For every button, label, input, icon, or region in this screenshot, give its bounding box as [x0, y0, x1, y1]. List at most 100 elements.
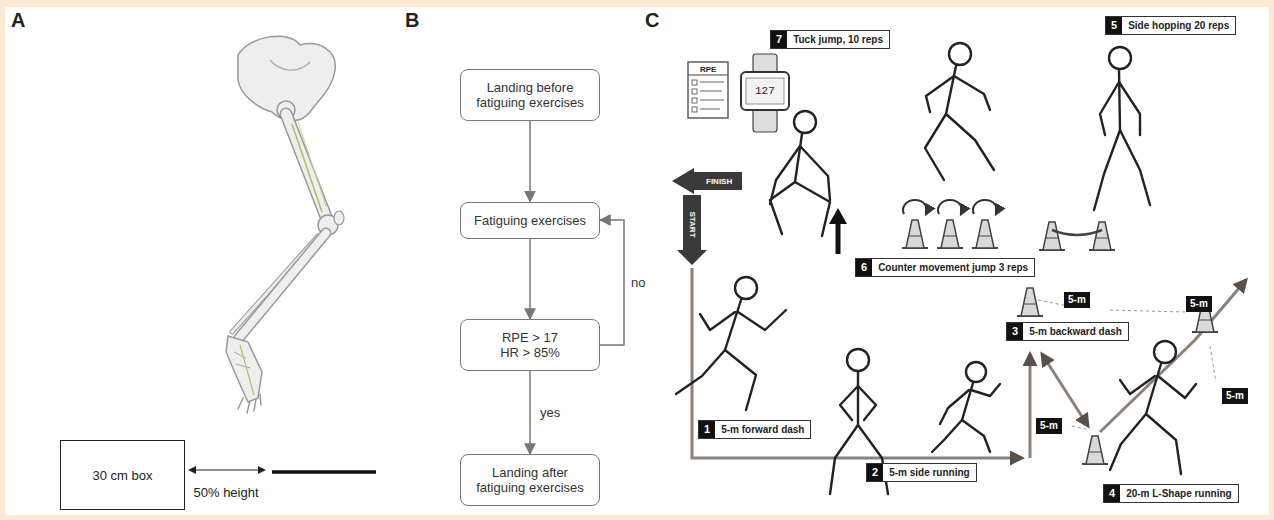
height-arrow [188, 466, 196, 474]
panel-letter: B [405, 9, 419, 32]
athlete-figure [1120, 376, 1196, 398]
station-callout: 15-m forward dash [698, 420, 811, 439]
page-frame [5, 7, 1269, 515]
watch-reading: 127 [755, 85, 775, 98]
athlete-figure [966, 362, 986, 382]
athlete-figure [847, 349, 869, 371]
hurdle-bar [1052, 230, 1102, 235]
callout-text: 5-m backward dash [1023, 323, 1128, 340]
distance-badge: 5-m [1186, 296, 1212, 312]
callout-number: 6 [856, 259, 872, 276]
athlete-figure [770, 182, 830, 236]
athlete-figure [1110, 414, 1181, 474]
athlete-figure [925, 114, 994, 180]
height-arrow [188, 466, 266, 474]
leg-skeleton [334, 211, 344, 225]
athlete-figure [735, 277, 757, 299]
course-path [1038, 300, 1216, 430]
callout-text: Side hopping 20 reps [1122, 17, 1235, 34]
node-text: Landing after fatiguing exercises [469, 465, 591, 495]
turn-arrows [973, 200, 997, 214]
finish-arrow [672, 168, 742, 194]
panel-letter: C [645, 9, 659, 32]
station-callout: 25-m side running [866, 463, 977, 482]
flow-arrow [529, 239, 531, 320]
heart-rate-watch [741, 54, 789, 132]
athlete-figure [1119, 70, 1120, 130]
callout-text: Tuck jump, 10 reps [787, 31, 889, 48]
athlete-figure [1109, 47, 1131, 69]
rpe-card [692, 89, 697, 94]
leg-skeleton [239, 233, 326, 338]
heart-rate-watch [741, 72, 789, 110]
heart-rate-watch [746, 78, 784, 104]
distance-badge: 5-m [1222, 388, 1248, 404]
athlete-figure [962, 383, 973, 420]
decision-box: RPE > 17 HR > 85% [460, 319, 600, 371]
callout-number: 3 [1007, 323, 1023, 340]
process-box: Landing before fatiguing exercises [460, 69, 600, 121]
node-text: 5-m [1068, 294, 1086, 305]
athlete-figure [676, 350, 756, 410]
station-callout: 6Counter movement jump 3 reps [855, 258, 1035, 277]
athlete-figure [700, 310, 786, 330]
athlete-figure [795, 134, 802, 182]
box-label: 30 cm box [60, 440, 185, 510]
flow-arrow [600, 220, 624, 345]
athlete-figure [1094, 130, 1150, 210]
athlete-figure [932, 420, 990, 452]
start-arrow [677, 195, 707, 265]
turn-arrows [903, 200, 997, 214]
athlete-figure [1146, 364, 1161, 414]
node-text: 5-m [1226, 390, 1244, 401]
athlete-figure [946, 66, 956, 114]
course-path [1029, 354, 1032, 458]
course-path [1042, 354, 1088, 426]
height-arrow [192, 469, 262, 470]
athlete-figure [926, 76, 990, 112]
jump-arrow [836, 222, 841, 254]
panel-letter: A [11, 9, 25, 32]
athlete-figure [1100, 82, 1140, 135]
hurdle-bar [1052, 230, 1102, 235]
distance-badge: 5-m [1036, 418, 1062, 434]
athlete-figure [830, 425, 888, 494]
athlete-figure [770, 146, 830, 204]
turn-arrows [938, 200, 962, 214]
leg-skeleton [226, 36, 344, 413]
leg-skeleton [238, 394, 261, 413]
cone [937, 220, 963, 248]
edge-label: yes [538, 405, 562, 420]
rpe-card [688, 75, 728, 76]
athlete-figure [676, 43, 1196, 494]
cone [1089, 222, 1115, 250]
station-callout: 420-m L-Shape running [1103, 484, 1239, 503]
cone [1082, 436, 1108, 464]
callout-number: 7 [771, 31, 787, 48]
node-text: Fatiguing exercises [474, 213, 586, 228]
finish-label: FINISH [706, 177, 732, 186]
station-callout: 7Tuck jump, 10 reps [770, 30, 890, 49]
landing-target [272, 470, 376, 474]
rpe-card [688, 62, 728, 118]
callout-text: 5-m side running [883, 464, 976, 481]
leg-skeleton [239, 233, 326, 338]
leg-skeleton [234, 352, 250, 368]
rpe-card [700, 82, 724, 109]
callout-number: 2 [867, 464, 883, 481]
athlete-figure [949, 43, 971, 65]
athlete-figure [840, 386, 876, 420]
finish-arrow [672, 168, 742, 194]
edge-label: no [629, 275, 647, 290]
athlete-figure [940, 384, 1000, 424]
process-box: Fatiguing exercises [460, 202, 600, 239]
callout-number: 1 [699, 421, 715, 438]
cone [1039, 222, 1065, 250]
station-callout: 35-m backward dash [1006, 322, 1129, 341]
leg-skeleton [286, 114, 328, 222]
station-callout: 5Side hopping 20 reps [1105, 16, 1236, 35]
